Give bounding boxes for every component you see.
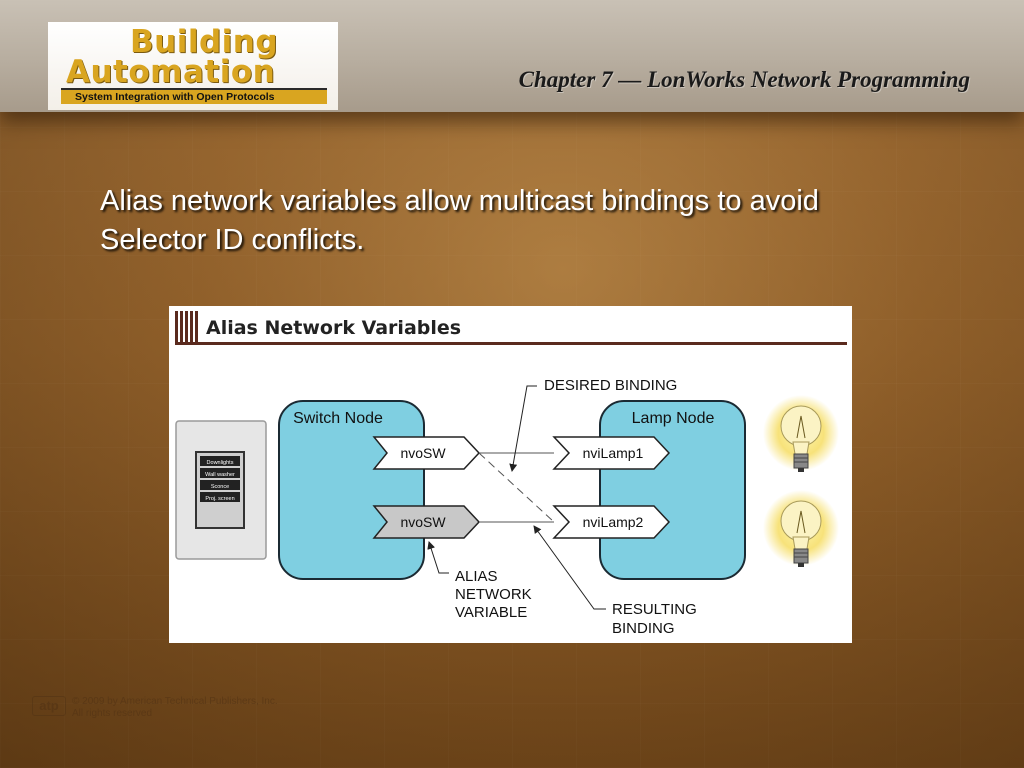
input-variable-1-label: nviLamp1 bbox=[583, 445, 644, 461]
alias-callout-line2: NETWORK bbox=[455, 586, 532, 603]
chapter-title: Chapter 7 — LonWorks Network Programming bbox=[518, 67, 970, 92]
switch-node-label: Switch Node bbox=[293, 410, 383, 427]
desired-binding-leader bbox=[509, 385, 537, 472]
logo-line-automation: Automation bbox=[66, 54, 276, 90]
copyright-notice: © 2009 by American Technical Publishers,… bbox=[72, 696, 278, 720]
alias-output-variable: nvoSW bbox=[372, 505, 481, 539]
book-logo: Building Automation System Integration w… bbox=[48, 22, 338, 110]
lamp-2-bulb-icon bbox=[763, 490, 839, 567]
figure-diagram: Alias Network Variables Downlights Wall … bbox=[175, 311, 847, 637]
alias-callout-line3: VARIABLE bbox=[455, 604, 527, 621]
publisher-logo: atp bbox=[32, 696, 66, 716]
input-variable-2: nviLamp2 bbox=[552, 505, 671, 539]
figure-title-bar: Alias Network Variables bbox=[175, 311, 847, 345]
alias-callout-line1: ALIAS bbox=[455, 568, 498, 585]
alias-network-variables-figure: Alias Network Variables Downlights Wall … bbox=[169, 306, 852, 643]
output-variable-1: nvoSW bbox=[372, 436, 481, 470]
output-variable-1-label: nvoSW bbox=[400, 445, 446, 461]
alias-output-variable-label: nvoSW bbox=[400, 514, 446, 530]
logo-line-building: Building bbox=[130, 24, 279, 60]
resulting-binding-callout-line2: BINDING bbox=[612, 620, 675, 637]
desired-binding-dashed-line bbox=[478, 452, 555, 523]
switch-node: Switch Node bbox=[278, 400, 425, 580]
lamp-1-bulb-icon bbox=[763, 395, 839, 472]
wall-switch-panel: Downlights Wall washer Sconce Proj. scre… bbox=[175, 420, 267, 560]
logo-tagline: System Integration with Open Protocols bbox=[61, 88, 327, 104]
lamp-node-label: Lamp Node bbox=[632, 410, 715, 427]
panel-item-3: Sconce bbox=[211, 484, 229, 490]
resulting-binding-callout-line1: RESULTING bbox=[612, 601, 697, 618]
panel-item-1: Downlights bbox=[207, 460, 234, 466]
copyright-line-2: All rights reserved bbox=[72, 708, 153, 719]
panel-item-2: Wall washer bbox=[205, 472, 235, 478]
resulting-binding-leader bbox=[533, 525, 606, 610]
desired-binding-callout: DESIRED BINDING bbox=[544, 377, 677, 394]
input-variable-2-label: nviLamp2 bbox=[583, 514, 644, 530]
header-band: Building Automation System Integration w… bbox=[0, 0, 1024, 112]
lamp-node: Lamp Node bbox=[599, 400, 746, 580]
alias-callout-leader bbox=[427, 541, 449, 574]
panel-item-4: Proj. screen bbox=[205, 496, 234, 502]
copyright-line-1: © 2009 by American Technical Publishers,… bbox=[72, 696, 278, 707]
slide-body-text: Alias network variables allow multicast … bbox=[100, 185, 819, 256]
input-variable-1: nviLamp1 bbox=[552, 436, 671, 470]
figure-title: Alias Network Variables bbox=[206, 317, 461, 339]
